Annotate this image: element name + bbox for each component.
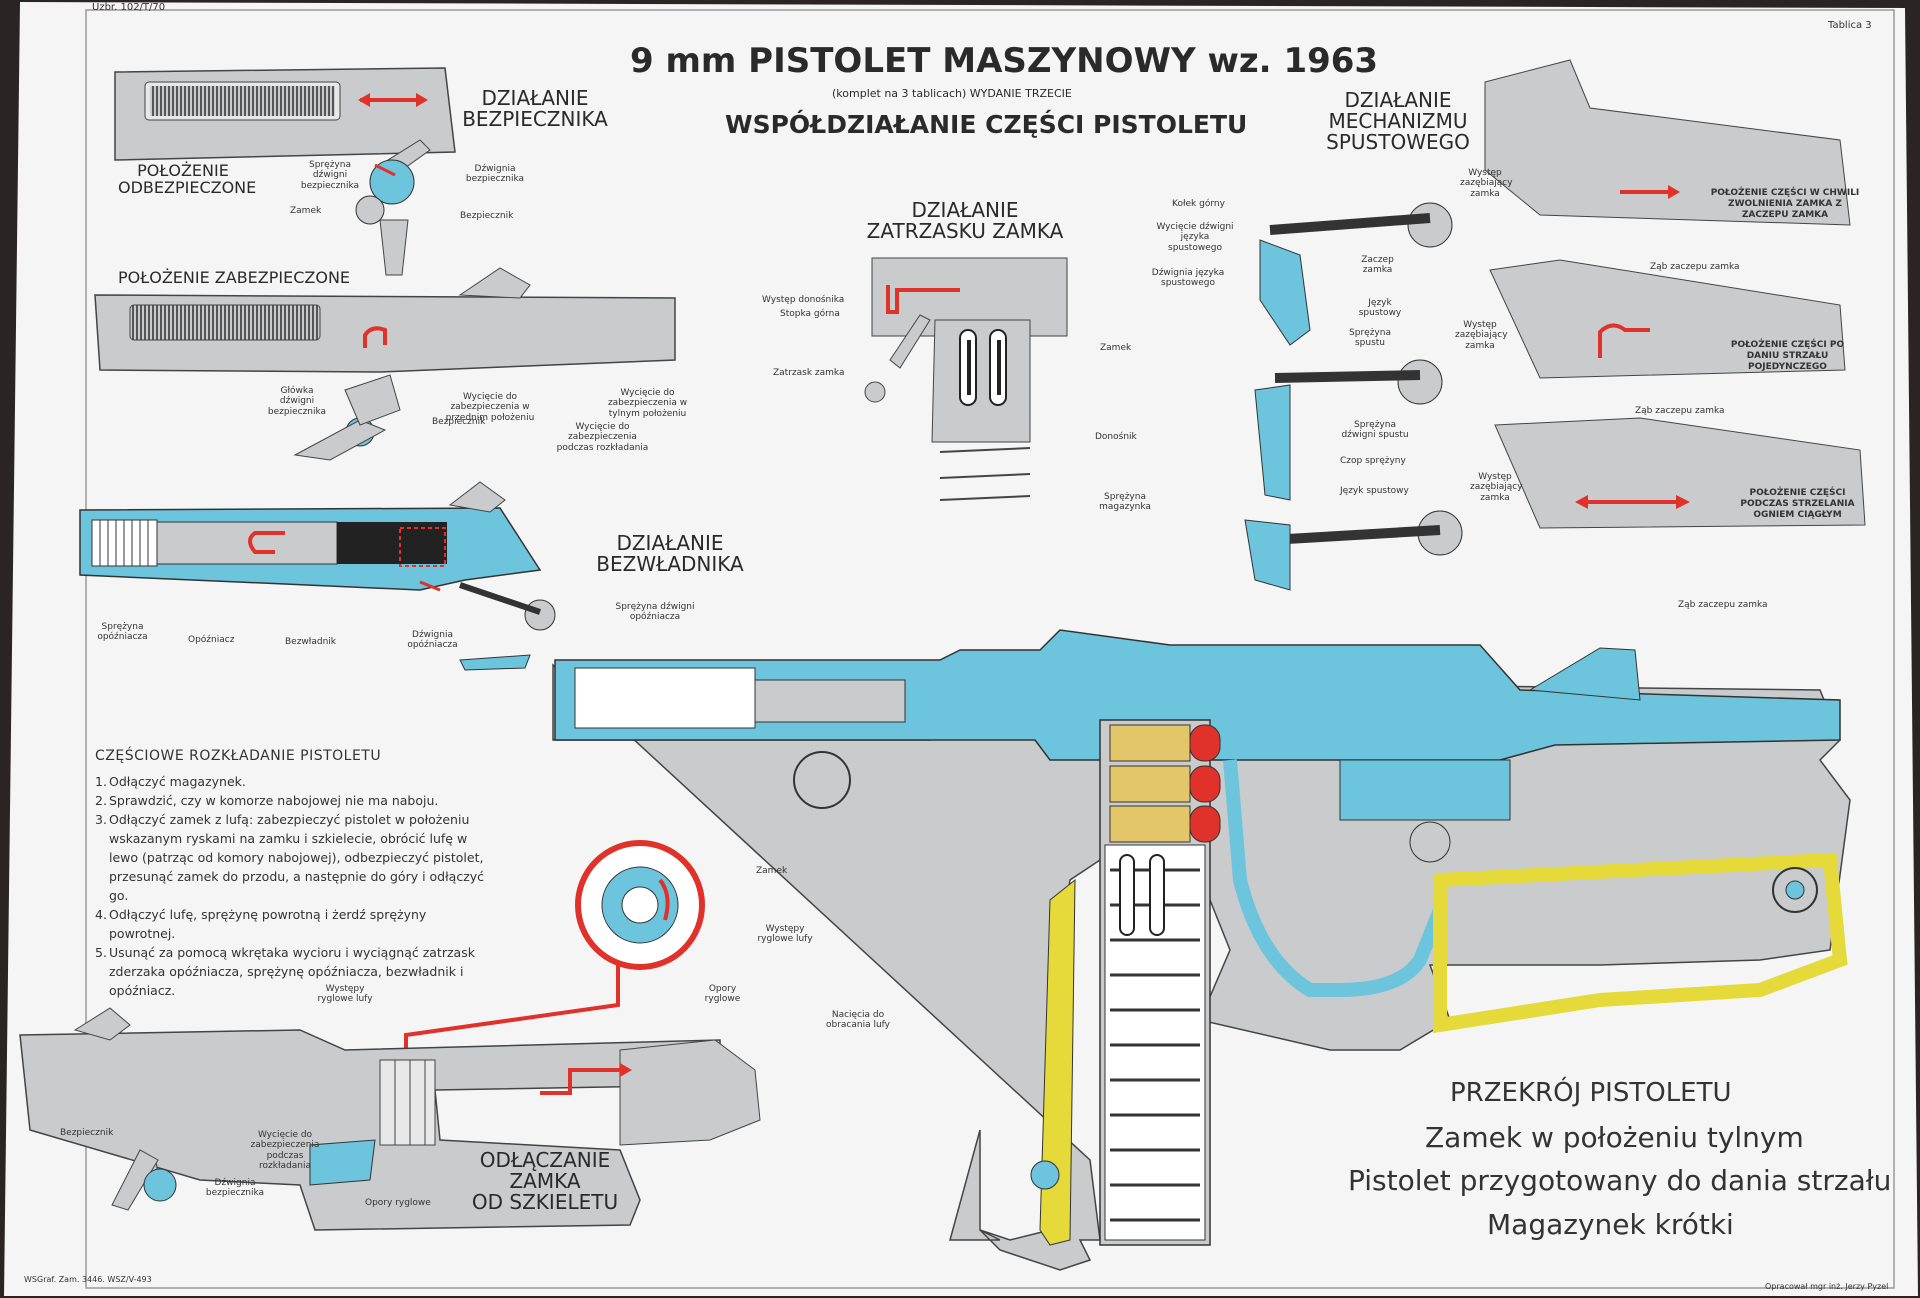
instructions-step: 1.Odłączyć magazynek. — [95, 774, 246, 789]
slide-catch-label-mag-spring: Sprężyna magazynka — [1099, 492, 1151, 513]
safety-state-locked: POŁOŻENIE ZABEZPIECZONE — [118, 268, 351, 287]
section-line-2: Pistolet przygotowany do dania strzału — [1348, 1164, 1892, 1197]
trigger-state-1: POŁOŻENIE CZĘŚCI W CHWILI ZWOLNIENIA ZAM… — [1710, 188, 1860, 220]
safety-state-unlocked-line-2: ODBEZPIECZONE — [118, 177, 257, 197]
lugs-label-locking-recesses: Opory ryglowe — [704, 984, 741, 1005]
inertia-label-delay: Opóźniacz — [188, 635, 235, 645]
disassembly-heading-line-3: OD SZKIELETU — [471, 1190, 619, 1214]
poster-subtitle: WSPÓŁDZIAŁANIE CZĘŚCI PISTOLETU — [725, 110, 1248, 139]
instructions-step: 3.Odłączyć zamek z lufą: zabezpieczyć pi… — [95, 812, 485, 903]
instructions-step: 5.Usunąć za pomocą wkrętaka wycioru i wy… — [95, 945, 475, 998]
slide-catch-diagram — [864, 257, 1068, 501]
trigger-diagram-1 — [1259, 59, 1851, 346]
slide-catch-heading: DZIAŁANIE ZATRZASKU ZAMKA — [855, 200, 1075, 242]
footer-right: Opracował mgr inż. Jerzy Pyzel — [1765, 1282, 1889, 1291]
slide-catch-label-slide: Zamek — [1100, 343, 1132, 353]
trigger-label-bar-notch: Wycięcie dźwigni języka spustowego — [1156, 222, 1234, 253]
slide-catch-heading-line-1: DZIAŁANIE — [911, 198, 1019, 222]
trigger-heading-line-2: MECHANIZMU — [1328, 109, 1468, 133]
safety-heading-line-1: DZIAŁANIE — [481, 86, 589, 110]
trigger-label-engaging-lug-3: Występ zazębiający zamka — [1470, 472, 1523, 503]
slide-catch-label-follower: Donośnik — [1095, 432, 1137, 442]
trigger-label-upper-pin: Kołek górny — [1172, 199, 1225, 209]
trigger-label-bar-spring: Sprężyna dźwigni spustu — [1341, 420, 1409, 441]
footer-left: WSGraf. Zam. 3446. WSZ/V-493 — [24, 1275, 152, 1284]
safety-label-notch-disassembly: Wycięcie do zabezpieczenia podczas rozkł… — [556, 422, 649, 453]
trigger-state-2: POŁOŻENIE CZĘŚCI PO DANIU STRZAŁU POJEDY… — [1730, 340, 1845, 372]
trigger-diagram-2 — [1254, 259, 1846, 501]
safety-label-lever: Dźwignia bezpiecznika — [465, 164, 525, 185]
trigger-label-engaging-lug-1: Występ zazębiający zamka — [1460, 168, 1513, 199]
slide-catch-heading-line-2: ZATRZASKU ZAMKA — [866, 219, 1064, 243]
inertia-label-inertia-block: Bezwładnik — [285, 637, 336, 647]
trigger-label-trigger: Język spustowy — [1358, 298, 1402, 319]
safety-label-safety: Bezpiecznik — [460, 211, 514, 221]
slide-catch-label-upper-foot: Stopka górna — [780, 309, 840, 319]
disassembly-label-safety: Bezpiecznik — [60, 1128, 114, 1138]
disassembly-label-barrel-lugs: Występy ryglowe lufy — [317, 984, 373, 1005]
trigger-label-sear: Zaczep zamka — [1361, 255, 1394, 276]
inertia-label-delay-spring: Sprężyna opóźniacza — [97, 622, 148, 643]
trigger-label-engaging-lug-2: Występ zazębiający zamka — [1455, 320, 1508, 351]
locking-lugs-detail — [404, 840, 705, 1090]
safety-label-safety-2: Bezpiecznik — [432, 417, 486, 427]
safety-heading: DZIAŁANIE BEZPIECZNIKA — [455, 88, 615, 130]
safety-label-notch-rear: Wycięcie do zabezpieczenia w tylnym poło… — [607, 388, 688, 419]
inertia-label-delay-lever: Dźwignia opóźniacza — [407, 630, 458, 651]
edition-note: (komplet na 3 tablicach) WYDANIE TRZECIE — [832, 87, 1072, 100]
poster-title: 9 mm PISTOLET MASZYNOWY wz. 1963 — [630, 41, 1379, 81]
safety-state-unlocked-line-1: POŁOŻENIE — [137, 161, 229, 180]
trigger-label-sear-tooth-3: Ząb zaczepu zamka — [1678, 600, 1768, 610]
trigger-diagram-3 — [1244, 417, 1866, 591]
safety-label-notch-front: Wycięcie do zabezpieczenia w przednim po… — [445, 392, 535, 423]
disassembly-label-barrel-notches: Nacięcia do obracania lufy — [825, 1010, 891, 1031]
instructions-step: 4.Odłączyć lufę, sprężynę powrotną i żer… — [95, 907, 427, 941]
disassembly-label-notch: Wycięcie do zabezpieczenia podczas rozkł… — [250, 1130, 320, 1172]
trigger-label-trigger-bar: Dźwignia języka spustowego — [1151, 268, 1225, 289]
slide-catch-label-follower-lug: Występ donośnika — [762, 295, 845, 305]
trigger-label-sear-tooth-2: Ząb zaczepu zamka — [1635, 406, 1725, 416]
trigger-label-spring-pin: Czop sprężyny — [1340, 456, 1406, 466]
trigger-label-trigger-2: Język spustowy — [1340, 486, 1409, 496]
inertia-heading-line-2: BEZWŁADNIKA — [596, 552, 744, 576]
lugs-label-barrel-lugs: Występy ryglowe lufy — [757, 924, 813, 945]
pistol-cross-section — [552, 629, 1851, 1271]
inertia-heading-line-1: DZIAŁANIE — [616, 531, 724, 555]
trigger-heading-line-3: SPUSTOWEGO — [1326, 130, 1470, 154]
safety-state-unlocked: POŁOŻENIE ODBEZPIECZONE — [118, 161, 257, 197]
instructions-heading: CZĘŚCIOWE ROZKŁADANIE PISTOLETU — [95, 748, 382, 764]
trigger-heading: DZIAŁANIE MECHANIZMU SPUSTOWEGO — [1318, 90, 1478, 153]
disassembly-heading: ODŁĄCZANIE ZAMKA OD SZKIELETU — [455, 1150, 635, 1213]
slide-catch-label-catch: Zatrzask zamka — [773, 368, 845, 378]
inertia-heading: DZIAŁANIE BEZWŁADNIKA — [580, 533, 760, 575]
ref-code-right: Tablica 3 — [1828, 20, 1872, 31]
lugs-label-slide: Zamek — [756, 866, 788, 876]
safety-diagram-locked — [94, 267, 676, 461]
safety-label-slide: Zamek — [290, 206, 322, 216]
section-line-3: Magazynek krótki — [1487, 1208, 1734, 1241]
safety-diagram-unlocked — [114, 67, 456, 276]
ref-code-left: Uzbr. 102/T/70 — [92, 2, 166, 13]
safety-label-spring: Sprężyna dźwigni bezpiecznika — [300, 160, 360, 191]
instructions-step: 2.Sprawdzić, czy w komorze nabojowej nie… — [95, 793, 439, 808]
instructions-list: 1.Odłączyć magazynek. 2.Sprawdzić, czy w… — [95, 772, 485, 1000]
inertia-diagram — [79, 481, 556, 671]
section-heading: PRZEKRÓJ PISTOLETU — [1450, 1078, 1732, 1108]
inertia-label-lever-spring: Sprężyna dźwigni opóźniacza — [615, 602, 695, 623]
section-line-1: Zamek w położeniu tylnym — [1425, 1121, 1804, 1154]
safety-heading-line-2: BEZPIECZNIKA — [462, 107, 608, 131]
disassembly-heading-line-2: ZAMKA — [509, 1169, 581, 1193]
trigger-label-sear-tooth-1: Ząb zaczepu zamka — [1650, 262, 1740, 272]
trigger-state-3: POŁOŻENIE CZĘŚCI PODCZAS STRZELANIA OGNI… — [1740, 488, 1855, 520]
disassembly-diagram — [19, 1007, 761, 1231]
trigger-heading-line-1: DZIAŁANIE — [1344, 88, 1452, 112]
disassembly-heading-line-1: ODŁĄCZANIE — [479, 1148, 611, 1172]
inner-border — [85, 9, 1895, 1289]
safety-label-lever-head: Główka dźwigni bezpiecznika — [267, 386, 327, 417]
disassembly-label-safety-lever: Dźwignia bezpiecznika — [205, 1178, 265, 1199]
disassembly-label-locking-recesses: Opory ryglowe — [365, 1198, 431, 1208]
trigger-label-trigger-spring: Sprężyna spustu — [1349, 328, 1391, 349]
